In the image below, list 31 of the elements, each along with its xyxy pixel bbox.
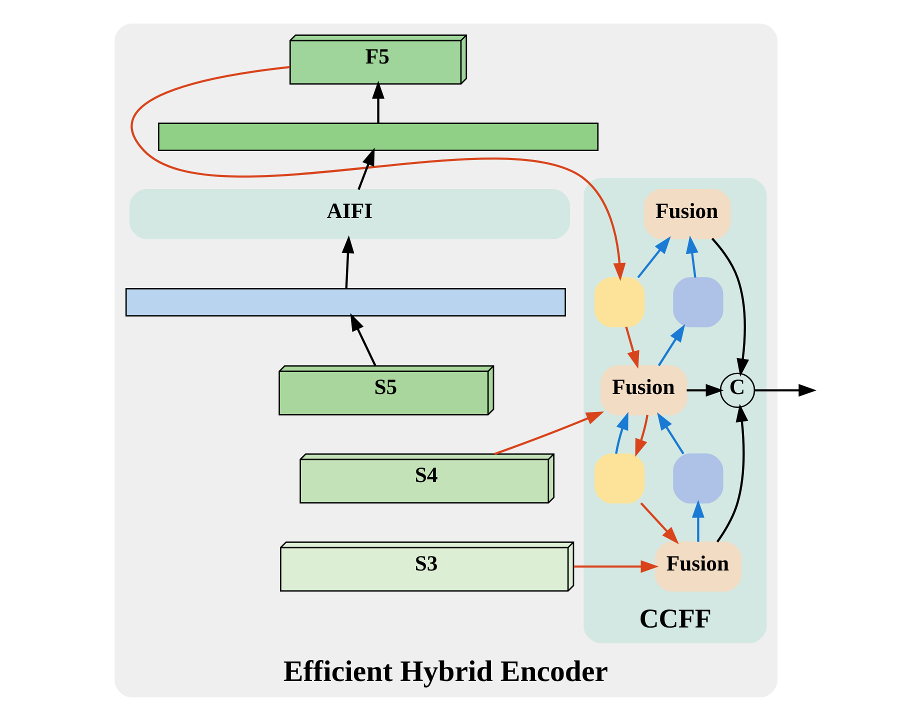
arrow <box>372 80 384 124</box>
arrow <box>656 412 684 454</box>
arrow <box>357 148 374 190</box>
arrow <box>657 324 685 366</box>
arrow <box>634 414 648 457</box>
arrow <box>624 326 639 369</box>
arrow <box>685 236 698 278</box>
node-box <box>672 453 723 504</box>
node-box <box>594 277 644 328</box>
arrow <box>131 66 626 282</box>
node-box: Fusion <box>600 365 687 416</box>
arrow <box>494 411 604 456</box>
node-box <box>672 277 723 328</box>
node-box: AIFI <box>129 189 570 240</box>
node-circle: C <box>719 372 755 408</box>
node-box <box>594 453 644 504</box>
arrow <box>614 412 628 454</box>
arrow <box>640 502 678 544</box>
arrow <box>691 500 704 542</box>
arrow <box>341 235 354 289</box>
node-bar <box>124 288 566 316</box>
arrow <box>754 384 816 397</box>
node-box: Fusion <box>654 541 742 592</box>
arrow <box>573 560 658 573</box>
node-box: Fusion <box>643 189 730 240</box>
arrow <box>716 404 748 542</box>
arrow <box>636 236 670 278</box>
arrow <box>710 238 749 377</box>
arrow <box>350 313 376 366</box>
node-bar <box>157 122 598 152</box>
arrow <box>686 384 724 397</box>
